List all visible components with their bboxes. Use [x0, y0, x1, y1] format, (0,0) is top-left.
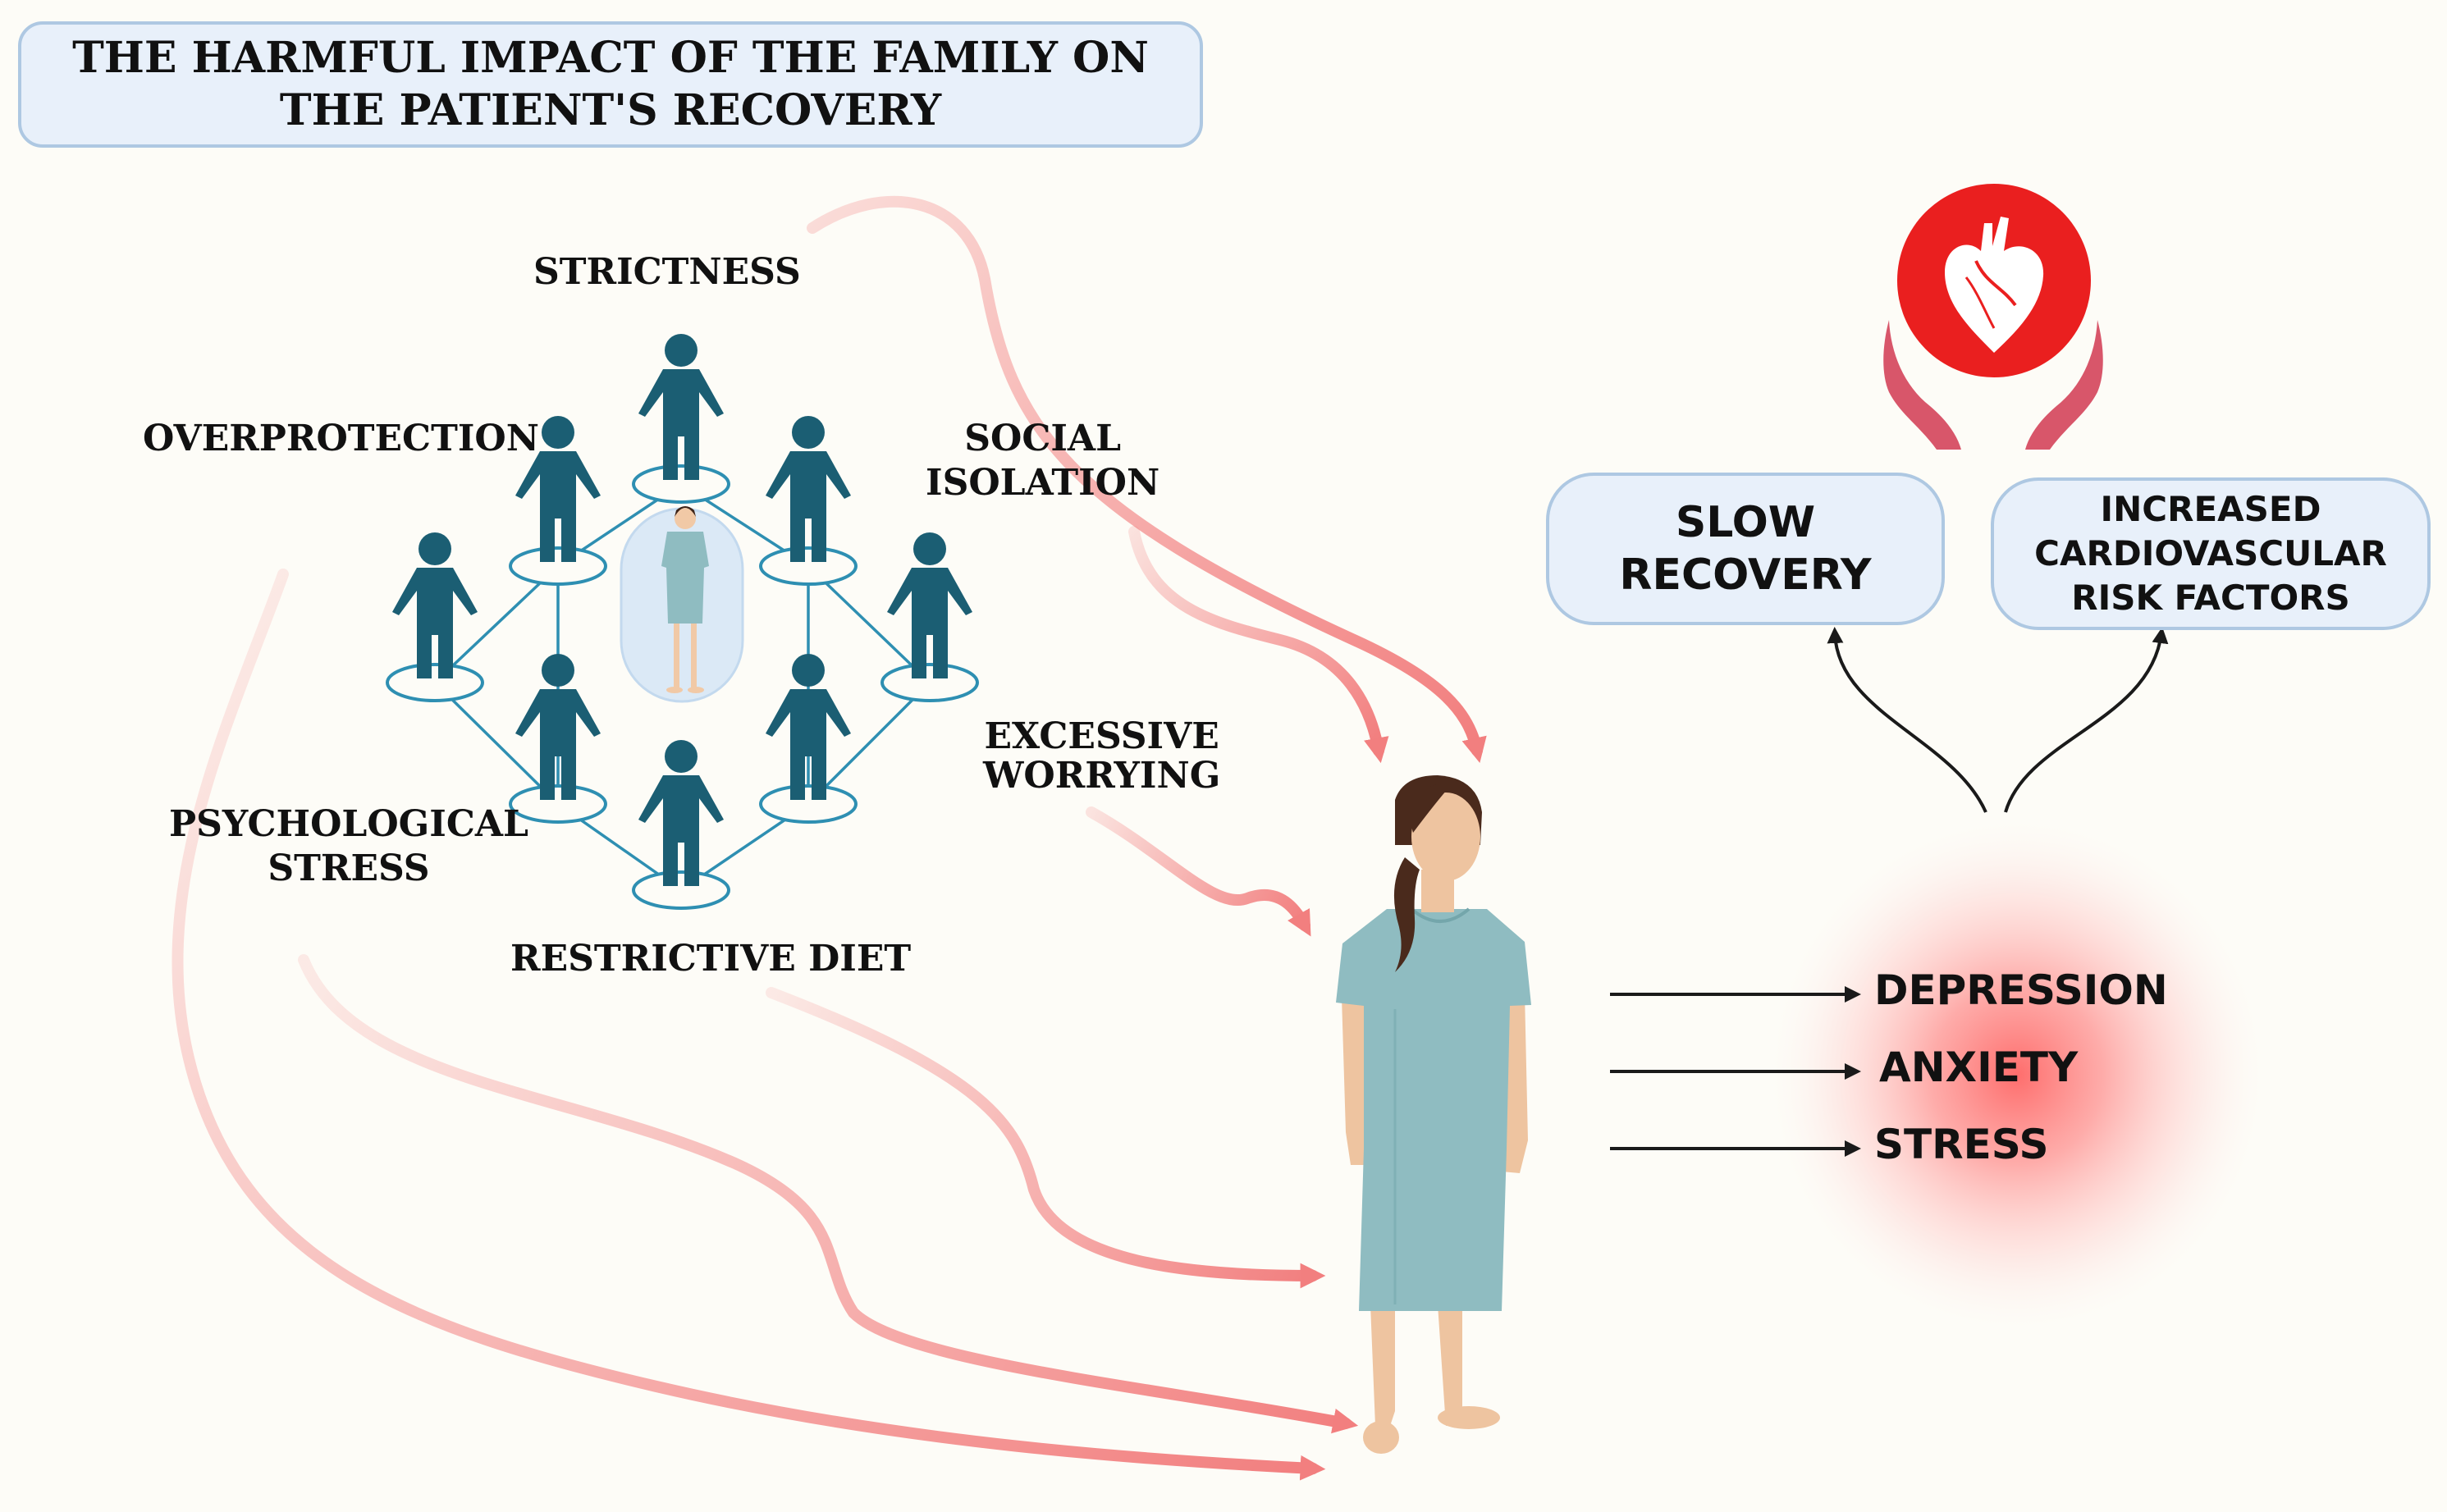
- person-icon: [759, 654, 858, 824]
- heart-in-hands-icon: [1883, 184, 2103, 450]
- title-line-1: THE HARMFUL IMPACT OF THE FAMILY ON: [72, 33, 1149, 83]
- outcome-arrows: [1827, 627, 2169, 813]
- person-icon: [509, 416, 607, 586]
- title-box: THE HARMFUL IMPACT OF THE FAMILY ON THE …: [18, 21, 1203, 148]
- effect-arrows: [1610, 986, 1861, 1157]
- effect-depression: DEPRESSION: [1874, 966, 2168, 1014]
- red-arrow-psychological-stress: [298, 954, 1359, 1434]
- family-members: [386, 334, 979, 910]
- emotional-glow: [1771, 820, 2263, 1329]
- title-line-2: THE PATIENT'S RECOVERY: [279, 85, 942, 135]
- person-icon: [386, 532, 484, 702]
- red-arrow-overprotection: [172, 569, 1326, 1481]
- red-influence-arrows: [172, 195, 1487, 1481]
- label-overprotection: OVERPROTECTION: [143, 418, 539, 459]
- label-psychological-stress: PSYCHOLOGICAL STRESS: [169, 803, 528, 889]
- person-icon: [759, 416, 858, 586]
- arrow-to-slow-recovery: [1827, 627, 1987, 813]
- effect-anxiety: ANXIETY: [1879, 1044, 2079, 1091]
- person-icon: [509, 654, 607, 824]
- effect-stress: STRESS: [1874, 1121, 2049, 1168]
- red-arrow-excessive-worrying: [1086, 806, 1311, 937]
- arrow-to-cardiovascular: [2004, 627, 2169, 813]
- label-restrictive-diet: RESTRICTIVE DIET: [510, 938, 912, 980]
- red-arrow-social-isolation: [1128, 526, 1389, 764]
- red-arrow-strictness: [807, 195, 1487, 764]
- red-arrow-restrictive-diet: [766, 987, 1326, 1289]
- outcome-cardiovascular-risk: INCREASED CARDIOVASCULAR RISK FACTORS: [1991, 477, 2431, 630]
- person-icon: [632, 334, 730, 504]
- person-icon: [632, 740, 730, 910]
- protected-patient-icon: [620, 506, 744, 703]
- patient-figure-icon: [1336, 775, 1531, 1454]
- outcome-slow-recovery: SLOW RECOVERY: [1546, 473, 1945, 625]
- label-social-isolation: SOCIAL ISOLATION: [926, 418, 1160, 504]
- person-icon: [880, 532, 979, 702]
- label-strictness: STRICTNESS: [533, 251, 801, 293]
- label-excessive-worrying: EXCESSIVE WORRYING: [983, 715, 1221, 797]
